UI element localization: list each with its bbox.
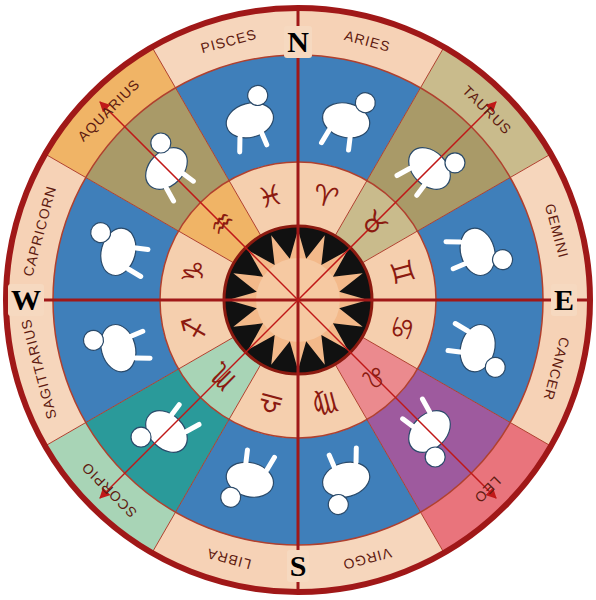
sign-glyph: ♓: [255, 180, 287, 214]
sign-name: SAGITTARIUS: [19, 318, 59, 421]
figure-head: [353, 90, 377, 114]
figure-sector: [418, 178, 543, 301]
sign-glyph: ♋: [385, 312, 419, 344]
figure-legs: [244, 450, 275, 471]
compass-letter: S: [287, 550, 310, 582]
figure-legs: [403, 399, 433, 429]
zodiac-figure: [444, 220, 514, 282]
diagonal-arrow: [100, 102, 496, 498]
zodiac-figure: [444, 318, 514, 380]
sign-glyph: ♊: [385, 257, 419, 289]
figure-legs: [127, 246, 148, 277]
zodiac-figure: [218, 83, 280, 153]
sign-glyph: ♌: [355, 357, 393, 395]
sign-name: PISCES: [199, 27, 258, 55]
sign-glyph: ♍: [310, 387, 342, 421]
zodiac-figure: [218, 446, 280, 516]
figure-legs: [164, 171, 194, 201]
sign-name: GEMINI: [543, 202, 571, 260]
figure-body: [96, 321, 141, 376]
zodiac-figure: [316, 446, 378, 516]
sign-glyph: ♈: [310, 180, 342, 214]
figure-legs: [169, 405, 199, 435]
figure-legs: [322, 129, 353, 150]
sign-glyph: ♐: [178, 312, 212, 344]
figure-body: [455, 224, 500, 279]
sign-name: ARIES: [343, 28, 392, 54]
compass-letter: W: [8, 284, 44, 316]
figure-sector: [298, 420, 421, 545]
figure-head: [326, 492, 350, 516]
figure-body: [319, 457, 374, 502]
zodiac-figure: [81, 318, 151, 380]
figure-head: [81, 328, 105, 352]
figure-head: [218, 485, 242, 509]
sign-glyph: ♎: [255, 387, 287, 421]
figure-head: [245, 83, 269, 107]
figure-legs: [446, 238, 467, 269]
figure-sector: [53, 300, 178, 423]
sign-name: VIRGO: [341, 546, 393, 572]
figure-legs: [236, 131, 267, 152]
sign-glyph: ♏: [204, 357, 242, 395]
zodiac-figure: [81, 220, 151, 282]
figure-legs: [129, 331, 150, 362]
figure-head: [88, 220, 112, 244]
sign-name: CAPRICORN: [20, 184, 58, 277]
compass-letter: N: [284, 26, 312, 58]
figure-legs: [329, 448, 360, 469]
figure-head: [483, 355, 507, 379]
figure-body: [222, 98, 277, 143]
figure-legs: [448, 324, 469, 355]
sign-glyph: ♉: [355, 206, 393, 244]
sign-name: LIBRA: [205, 546, 253, 571]
sign-name: AQUARIUS: [75, 77, 142, 144]
diagonal-arrow: [100, 102, 496, 498]
zodiac-figure: [316, 83, 378, 153]
compass-letter: E: [551, 284, 577, 316]
sign-glyph: ♑: [178, 257, 212, 289]
sign-glyph: ♒: [204, 206, 242, 244]
sign-name: SCORPIO: [78, 459, 139, 520]
figure-legs: [397, 166, 427, 196]
sign-name: LEO: [472, 474, 504, 506]
sign-name: CANCER: [542, 336, 572, 403]
figure-head: [490, 247, 514, 271]
sign-name: TAURUS: [460, 83, 514, 137]
